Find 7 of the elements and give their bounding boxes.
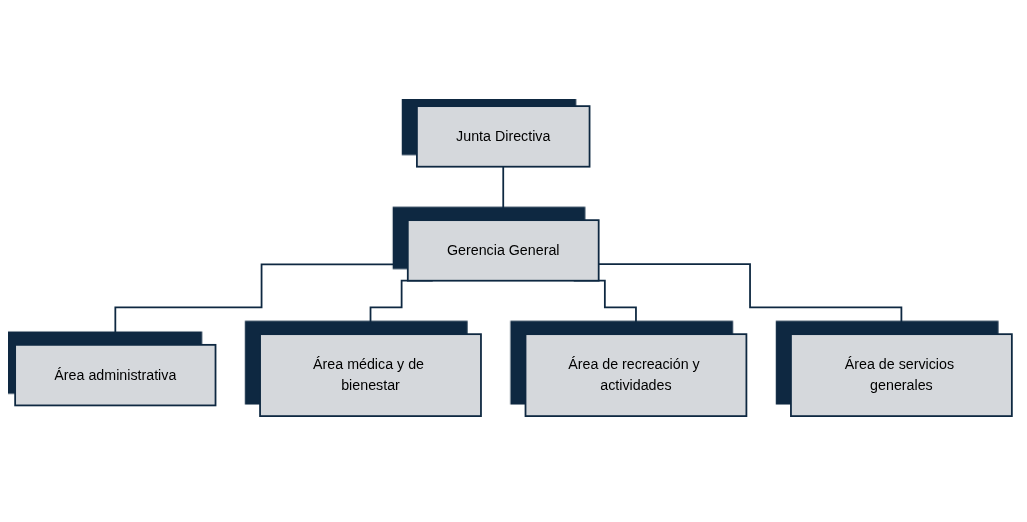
- node-box: Gerencia General: [406, 219, 600, 282]
- connector: [502, 165, 505, 221]
- node-box: Área médica y de bienestar: [259, 333, 482, 417]
- node-box: Área administrativa: [14, 343, 217, 407]
- node-box: Área de recreación y actividades: [524, 333, 748, 417]
- node-box: Junta Directiva: [416, 105, 591, 168]
- node-box: Área de servicios generales: [790, 333, 1013, 417]
